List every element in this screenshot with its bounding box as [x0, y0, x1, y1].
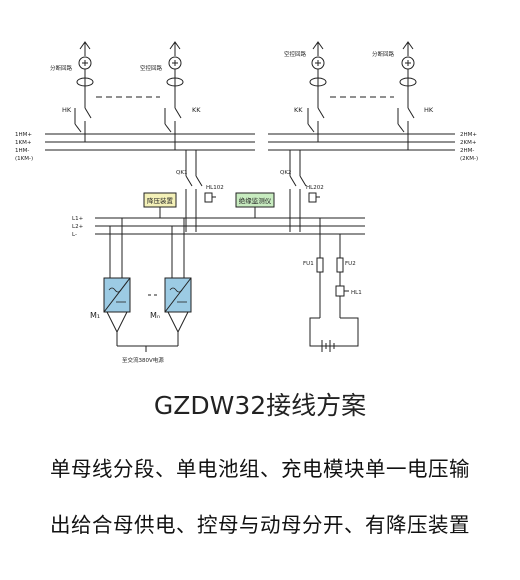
svg-text:降压装置: 降压装置 [147, 196, 174, 205]
qk1-label: QK1 [176, 170, 187, 176]
bus-label-right-1: 2KM+ [460, 140, 477, 146]
dc-bus-label-0: L1+ [72, 216, 84, 222]
fu1-label: FU1 [303, 261, 314, 267]
module-m1-label: M₁ [90, 311, 100, 320]
qk2-switch [289, 150, 307, 232]
bus-label-left-3: (1KM-) [15, 156, 33, 162]
wiring-diagram: 降压装置 绝缘监测仪 分断回路 空控回路 空控回路 分断回路 HK KK KK … [15, 41, 478, 364]
dc-bus-label-2: L- [72, 232, 77, 238]
charger-module-m1 [103, 277, 131, 313]
label-control-left: 空控回路 [140, 64, 163, 72]
switch-hk-right: HK [424, 106, 434, 114]
breaker-column-1 [74, 41, 94, 142]
bus-label-left-2: 1HM- [15, 148, 29, 154]
qk2-label: QK2 [280, 170, 291, 176]
breaker-column-2 [164, 41, 184, 150]
bus-label-right-2: 2HM- [460, 148, 474, 154]
hl102-label: HL102 [206, 185, 224, 191]
label-branch-right: 分断回路 [372, 50, 395, 58]
caption-line-2: 出给合母供电、控母与动母分开、有降压装置 [50, 513, 470, 537]
module-mn-label: Mₙ [150, 311, 160, 320]
label-control-right: 空控回路 [284, 50, 307, 58]
ac-input-label: 至交流380V电源 [122, 356, 164, 364]
switch-kk-left: KK [192, 106, 201, 114]
switch-hk-left: HK [62, 106, 72, 114]
bus-segment-right [268, 133, 455, 151]
bus-segment-left [45, 133, 255, 151]
breaker-column-3 [307, 41, 327, 142]
dc-bus-label-1: L2+ [72, 224, 84, 230]
dc-bus [95, 217, 365, 235]
insulation-monitor: 绝缘监测仪 [235, 192, 275, 208]
bus-label-right-0: 2HM+ [460, 132, 477, 138]
bus-label-right-3: (2KM-) [460, 156, 478, 162]
hl202-label: HL202 [306, 185, 324, 191]
scheme-title: GZDW32接线方案 [153, 391, 367, 420]
caption-line-1: 单母线分段、单电池组、充电模块单一电压输 [50, 457, 470, 481]
bus-label-left-0: 1HM+ [15, 132, 32, 138]
charger-module-mn [164, 277, 192, 313]
breaker-column-4 [397, 41, 417, 150]
bus-label-left-1: 1KM+ [15, 140, 32, 146]
hl1-label: HL1 [351, 290, 362, 296]
fu2-label: FU2 [345, 261, 356, 267]
label-branch-left: 分断回路 [50, 64, 73, 72]
qk1-switch [185, 150, 203, 232]
step-down-device: 降压装置 [143, 192, 177, 208]
switch-kk-right: KK [294, 106, 303, 114]
svg-text:绝缘监测仪: 绝缘监测仪 [239, 196, 272, 205]
